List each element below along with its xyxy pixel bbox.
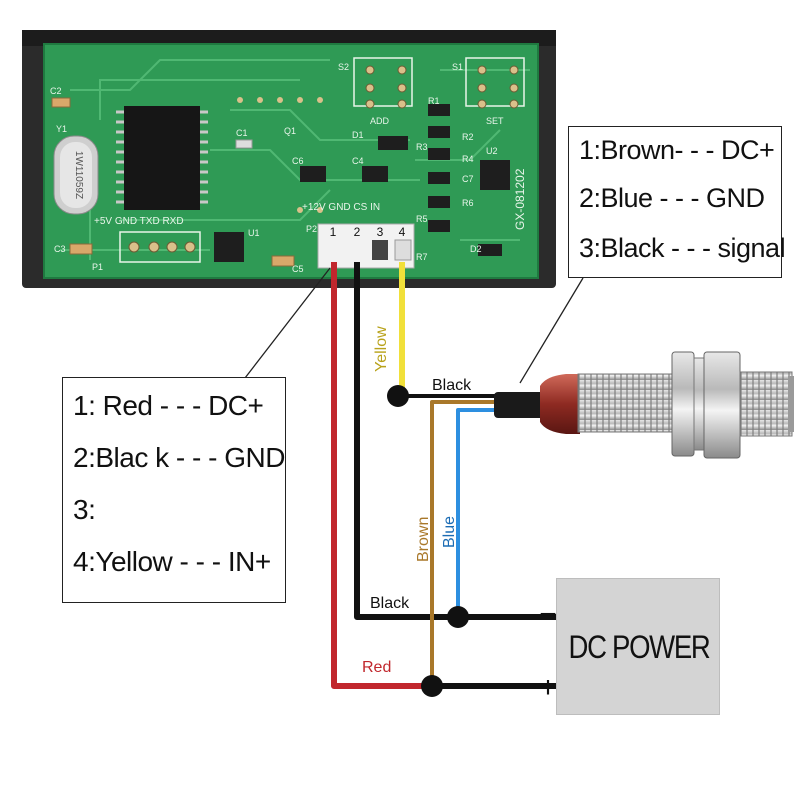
silk-r1: R1: [428, 96, 440, 106]
smd-components: [51, 97, 510, 267]
sensor-cap: [540, 374, 580, 434]
junction-yellow-black: [387, 385, 409, 407]
pin-1-label: 1: [330, 225, 337, 239]
program-header: [119, 231, 201, 263]
silk-r5: R5: [416, 214, 428, 224]
silk-p1: P1: [92, 262, 103, 272]
red-wire: [331, 262, 435, 689]
brown-label: Brown: [415, 517, 432, 562]
terminal-connector: 1 2 3 4: [317, 223, 415, 269]
resistor: [428, 148, 450, 160]
pin-4-label: 4: [399, 225, 406, 239]
silk-y1: Y1: [56, 124, 67, 134]
module-pin-4: 4:Yellow - - - IN+: [73, 546, 271, 577]
pin-3-label: 3: [377, 225, 384, 239]
sensor-pin-3: 3:Black - - - signal: [579, 233, 786, 263]
silk-p2: P2: [306, 224, 317, 234]
resistor: [428, 104, 450, 116]
sensor-cable: [494, 392, 544, 418]
silk-r2: R2: [462, 132, 474, 142]
silk-d1: D1: [352, 130, 364, 140]
silk-u1: U1: [248, 228, 260, 238]
blue-label: Blue: [441, 516, 458, 548]
via-row: [237, 97, 323, 213]
junction-brown-red: [421, 675, 443, 697]
wire-labels: Yellow Black Brown Blue Black Red: [362, 326, 472, 676]
silk-c4: C4: [352, 156, 364, 166]
silk-q1: Q1: [284, 126, 296, 136]
proximity-sensor: [540, 351, 794, 459]
silk-c3: C3: [54, 244, 66, 254]
sensor-face: [788, 376, 794, 432]
silk-d2: D2: [470, 244, 482, 254]
sensor-thread-body: [577, 373, 675, 433]
meter-housing-top-lip: [22, 30, 556, 46]
silkscreen: S2 S1 ADD SET C2 Y1 C1 Q1 D1 C6 C4 R1 R2…: [50, 62, 527, 274]
sensor-leader-line: [519, 277, 584, 384]
junctions: [387, 385, 469, 697]
sensor-nut-2: [703, 351, 741, 459]
panel-meter: 1W11059Z: [22, 30, 556, 288]
dc-power-label: DC POWER: [568, 629, 710, 665]
dc-plus-terminal: +: [539, 671, 557, 704]
red-label: Red: [362, 659, 391, 676]
silk-header-right: +12V GND CS IN: [302, 202, 380, 213]
silk-r7: R7: [416, 252, 428, 262]
black-top-label: Black: [432, 377, 472, 394]
silk-board-id: GX-081202: [513, 168, 527, 230]
switch-pads: [353, 57, 525, 109]
module-leader-line: [244, 267, 331, 379]
dc-minus-terminal: −: [539, 598, 557, 631]
silk-c5: C5: [292, 264, 304, 274]
junction-blue-black: [447, 606, 469, 628]
module-pinout-callout: 1: Red - - - DC+ 2:Blac k - - - GND 3: 4…: [62, 377, 286, 603]
silk-c6: C6: [292, 156, 304, 166]
silk-c2: C2: [50, 86, 62, 96]
pin-2-label: 2: [354, 225, 361, 239]
black-wire-module: [354, 262, 458, 620]
callout-leaders: [244, 267, 584, 384]
sensor-pin-2: 2:Blue - - - GND: [579, 183, 765, 213]
brown-wire: [430, 400, 496, 686]
silk-header-left: +5V GND TXD RXD: [94, 216, 184, 227]
silk-r3: R3: [416, 142, 428, 152]
silk-r4: R4: [462, 154, 474, 164]
sensor-tip: [739, 371, 793, 437]
silk-s2: S2: [338, 62, 349, 72]
ic-chip: [116, 106, 208, 210]
resistor: [428, 126, 450, 138]
silk-u2: U2: [486, 146, 498, 156]
silk-r6: R6: [462, 198, 474, 208]
blue-wire: [456, 408, 496, 617]
sensor-washer: [693, 357, 705, 451]
silk-add: ADD: [370, 116, 390, 126]
silk-c1: C1: [236, 128, 248, 138]
sensor-pinout-callout: 1:Brown- - - DC+ 2:Blue - - - GND 3:Blac…: [568, 126, 786, 278]
module-pin-3: 3:: [73, 494, 96, 525]
module-pin-1: 1: Red - - - DC+: [73, 390, 264, 421]
silk-s1: S1: [452, 62, 463, 72]
silk-set: SET: [486, 116, 504, 126]
resistor: [428, 196, 450, 208]
silk-c7: C7: [462, 174, 474, 184]
yellow-label: Yellow: [373, 326, 390, 372]
wires: [331, 262, 556, 689]
crystal-label: 1W11059Z: [73, 151, 84, 199]
dc-power-supply: DC POWER: [556, 578, 720, 715]
resistor: [428, 220, 450, 232]
crystal-oscillator: 1W11059Z: [53, 135, 99, 215]
module-pin-2: 2:Blac k - - - GND: [73, 442, 285, 473]
resistor: [428, 172, 450, 184]
sensor-nut-1: [671, 351, 695, 457]
sensor-pin-1: 1:Brown- - - DC+: [579, 135, 775, 165]
black-bottom-label: Black: [370, 595, 410, 612]
